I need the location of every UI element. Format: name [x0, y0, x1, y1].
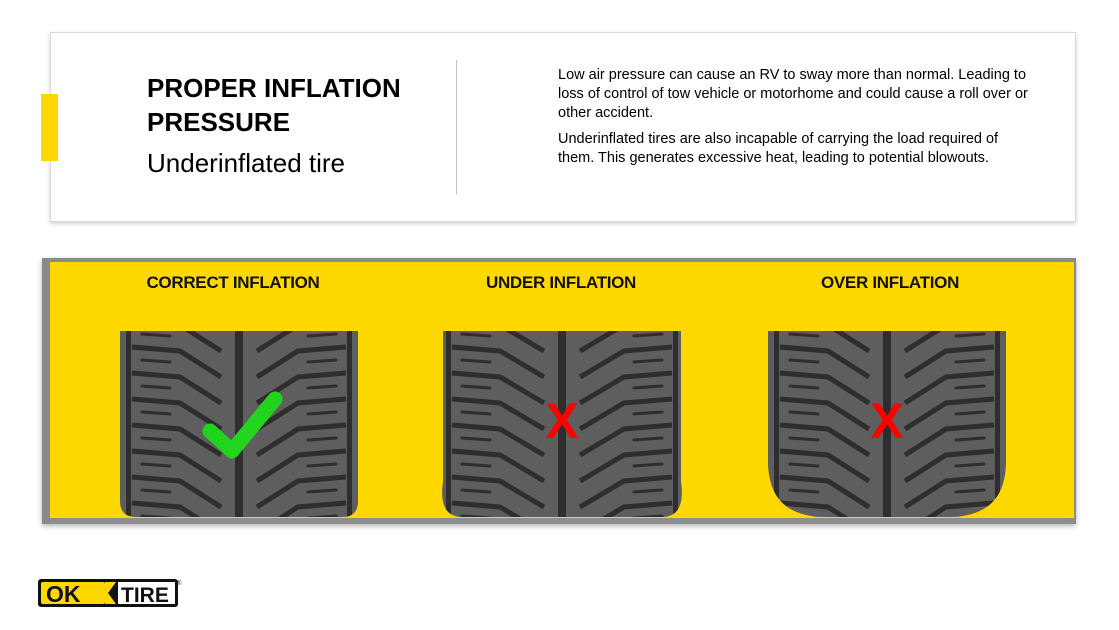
ok-tire-logo: OK TIRE ®	[38, 579, 182, 607]
tire-over: X	[768, 331, 1006, 517]
check-icon	[202, 391, 283, 459]
panel-label-correct: CORRECT INFLATION	[146, 273, 320, 292]
accent-bar	[41, 94, 58, 161]
svg-text:®: ®	[177, 580, 182, 587]
page-title: PROPER INFLATION PRESSURE	[147, 73, 401, 137]
tire-correct	[120, 331, 358, 517]
x-mark-icon: X	[870, 393, 903, 449]
svg-text:OK: OK	[46, 581, 81, 607]
info-card	[50, 32, 1076, 222]
panel-label-under: UNDER INFLATION	[485, 273, 637, 292]
tire-under: X	[442, 331, 682, 517]
page-subtitle: Underinflated tire	[147, 148, 345, 178]
panel-label-over: OVER INFLATION	[820, 273, 960, 292]
description-paragraph: Low air pressure can cause an RV to sway…	[558, 67, 1028, 121]
description-paragraph: Underinflated tires are also incapable o…	[558, 131, 999, 166]
x-mark-icon: X	[545, 393, 578, 449]
svg-text:TIRE: TIRE	[121, 584, 169, 607]
description: Low air pressure can cause an RV to sway…	[558, 66, 1028, 175]
divider	[456, 60, 457, 194]
